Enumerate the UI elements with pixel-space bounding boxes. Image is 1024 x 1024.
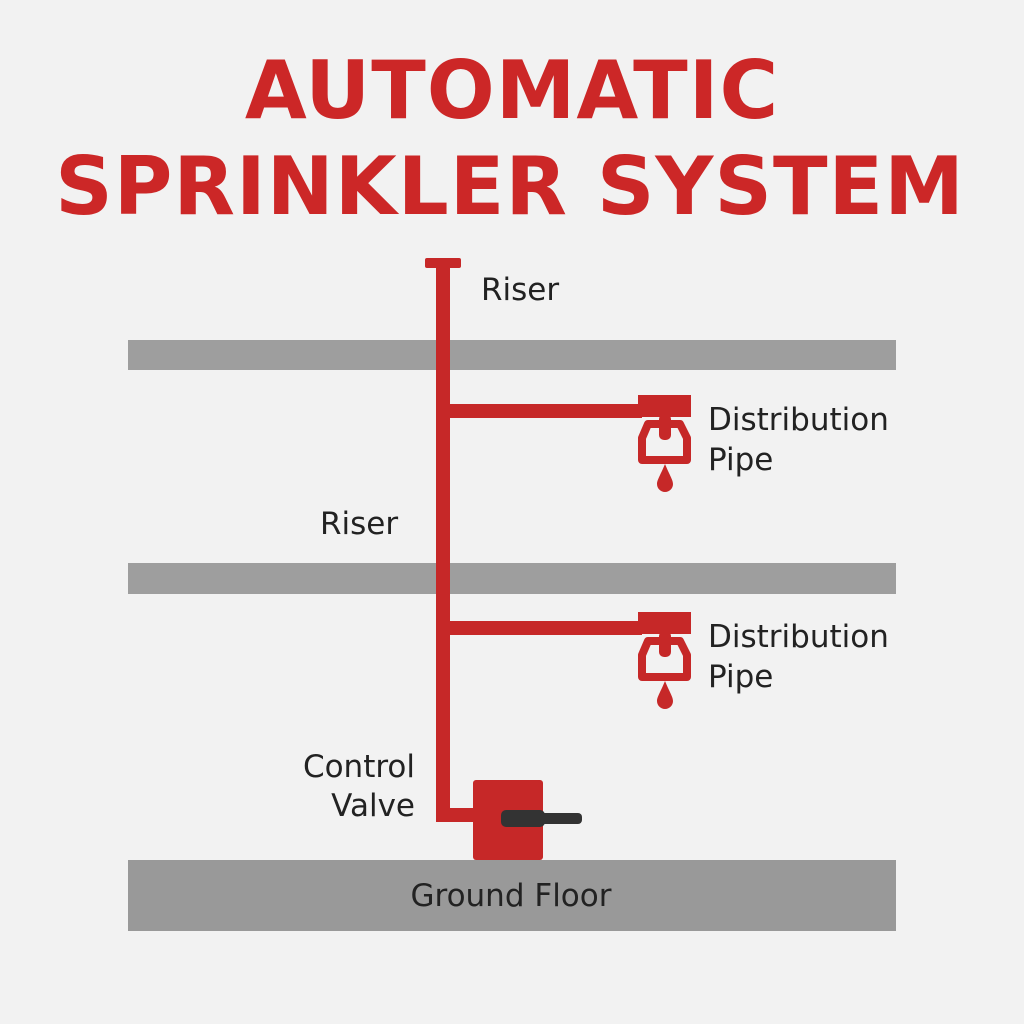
riser-middle-label: Riser (320, 506, 398, 542)
lower-sprinkler-head-icon (638, 612, 691, 709)
title-line-2: SPRINKLER SYSTEM (55, 140, 965, 233)
upper-floor-slab (128, 340, 896, 370)
ground-floor-slab (128, 860, 896, 931)
distribution-lower-label-2: Pipe (708, 659, 773, 695)
control-valve-icon (473, 780, 582, 860)
control-valve-label-1: Control (303, 749, 415, 785)
title-line-1: AUTOMATIC (245, 44, 779, 137)
middle-floor-slab (128, 563, 896, 594)
ground-floor-label: Ground Floor (410, 878, 611, 914)
distribution-lower-label-1: Distribution (708, 619, 889, 655)
control-valve-label-2: Valve (331, 788, 415, 824)
distribution-upper-label-2: Pipe (708, 442, 773, 478)
riser-top-label: Riser (481, 272, 559, 308)
distribution-upper-label-1: Distribution (708, 402, 889, 438)
riser-pipe (425, 258, 481, 822)
lower-distribution-pipe (450, 621, 642, 635)
upper-distribution-pipe (450, 404, 642, 418)
upper-sprinkler-head-icon (638, 395, 691, 492)
